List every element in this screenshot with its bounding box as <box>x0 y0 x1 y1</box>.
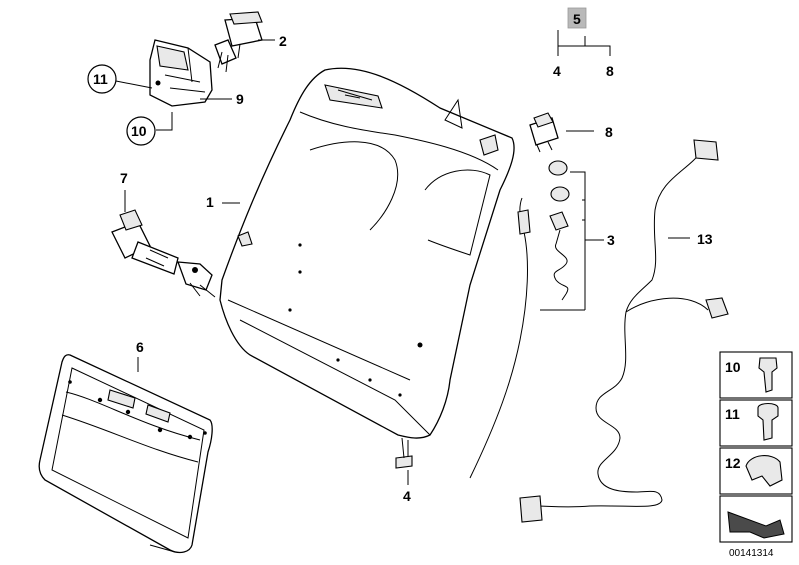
callout-1: 1 <box>206 194 214 210</box>
callout-7: 7 <box>120 170 128 186</box>
legend-label-12: 12 <box>725 455 741 471</box>
arrow-icon <box>727 511 785 539</box>
bolt-10-icon <box>758 357 778 393</box>
plug-grommet <box>529 112 559 153</box>
callout-8-right: 8 <box>605 124 613 140</box>
leader-lines <box>115 30 690 485</box>
bowden-cable <box>469 197 531 479</box>
callout-4-top: 4 <box>553 63 561 79</box>
callout-8-top: 8 <box>606 63 614 79</box>
bolt-11-icon <box>757 402 779 441</box>
servo-motor <box>111 209 216 298</box>
screw <box>395 437 413 469</box>
callout-13: 13 <box>697 231 713 247</box>
seat-backrest-frame <box>219 67 515 439</box>
legend-label-11: 11 <box>725 406 740 422</box>
callout-5: 5 <box>573 11 581 27</box>
callout-11: 11 <box>93 71 108 87</box>
wiring-harness <box>519 139 729 523</box>
callout-2: 2 <box>279 33 287 49</box>
callout-6: 6 <box>136 339 144 355</box>
catalog-number: 00141314 <box>729 548 774 559</box>
seat-back-panel <box>38 354 213 554</box>
legend-strip: 10 11 12 <box>719 351 793 543</box>
fasteners-and-spring <box>548 160 570 301</box>
callout-3: 3 <box>607 232 615 248</box>
callout-10: 10 <box>131 123 147 139</box>
legend-label-10: 10 <box>725 359 741 375</box>
callout-4-bottom: 4 <box>403 488 411 504</box>
clip-12-icon <box>745 455 783 487</box>
bracket <box>149 39 213 107</box>
callout-labels: 2 11 9 10 7 1 6 5 4 8 8 3 13 4 <box>87 7 713 504</box>
relay <box>214 11 263 73</box>
callout-9: 9 <box>236 91 244 107</box>
